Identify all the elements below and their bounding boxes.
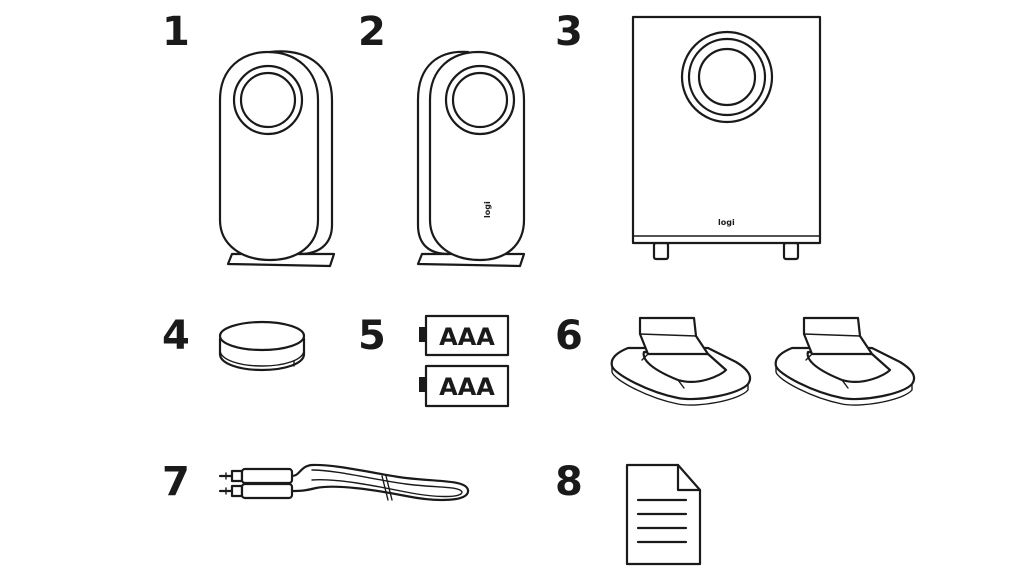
speaker-logo: logi: [483, 201, 492, 218]
audio-plug-bottom: [218, 482, 294, 500]
audio-plug-top: [218, 467, 294, 485]
battery-bottom: AAA: [419, 364, 510, 408]
item-number-5: 5: [358, 313, 386, 359]
item-number-3: 3: [555, 9, 583, 55]
battery-label-bottom: AAA: [439, 373, 495, 401]
item-number-6: 6: [555, 313, 583, 359]
battery-top: AAA: [419, 314, 510, 357]
audio-cable-illustration: [218, 463, 470, 502]
control-puck-illustration: [218, 320, 306, 372]
subwoofer-logo: logi: [718, 218, 735, 227]
speaker-stand-right-illustration: [774, 316, 916, 406]
item-number-2: 2: [358, 9, 386, 55]
item-number-1: 1: [162, 9, 190, 55]
item-number-8: 8: [555, 459, 583, 505]
left-speaker-illustration: [218, 50, 336, 268]
aaa-batteries-illustration: AAA AAA: [419, 314, 510, 408]
subwoofer-illustration: logi: [631, 15, 822, 261]
speaker-stand-left-illustration: [610, 316, 752, 406]
documentation-icon: [625, 463, 702, 566]
right-speaker-illustration: logi: [416, 50, 526, 268]
battery-label-top: AAA: [439, 323, 495, 351]
item-number-7: 7: [162, 459, 190, 505]
item-number-4: 4: [162, 313, 190, 359]
